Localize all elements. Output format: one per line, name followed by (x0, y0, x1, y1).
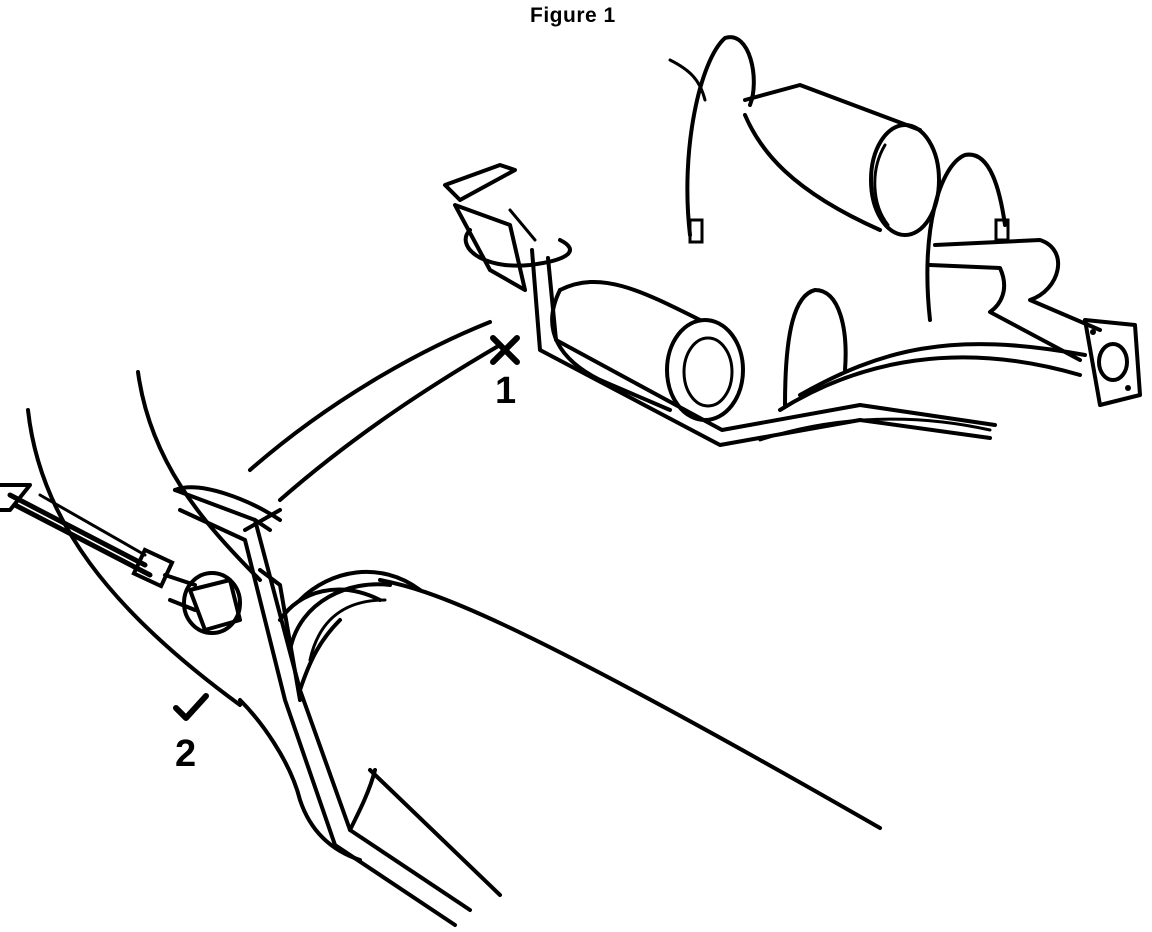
sensor-boss-2 (182, 571, 242, 635)
sensor-cap-1 (443, 163, 517, 202)
hanger-loop-top (685, 35, 756, 237)
wrench-handle (7, 492, 148, 568)
lower-exhaust-section (0, 320, 882, 927)
hanger-loop-mid (783, 288, 848, 407)
upper-exhaust-assembly (443, 35, 1142, 447)
callout-number-1: 1 (495, 370, 517, 412)
cross-mark-icon (490, 335, 520, 365)
rear-converter-end (869, 123, 941, 237)
hanger-loop-right (925, 152, 1007, 322)
exhaust-flange (1083, 318, 1142, 407)
callout-number-2: 2 (175, 733, 197, 775)
figure-title: Figure 1 (530, 4, 616, 27)
check-mark-icon (173, 693, 209, 721)
front-converter-end (665, 318, 745, 422)
